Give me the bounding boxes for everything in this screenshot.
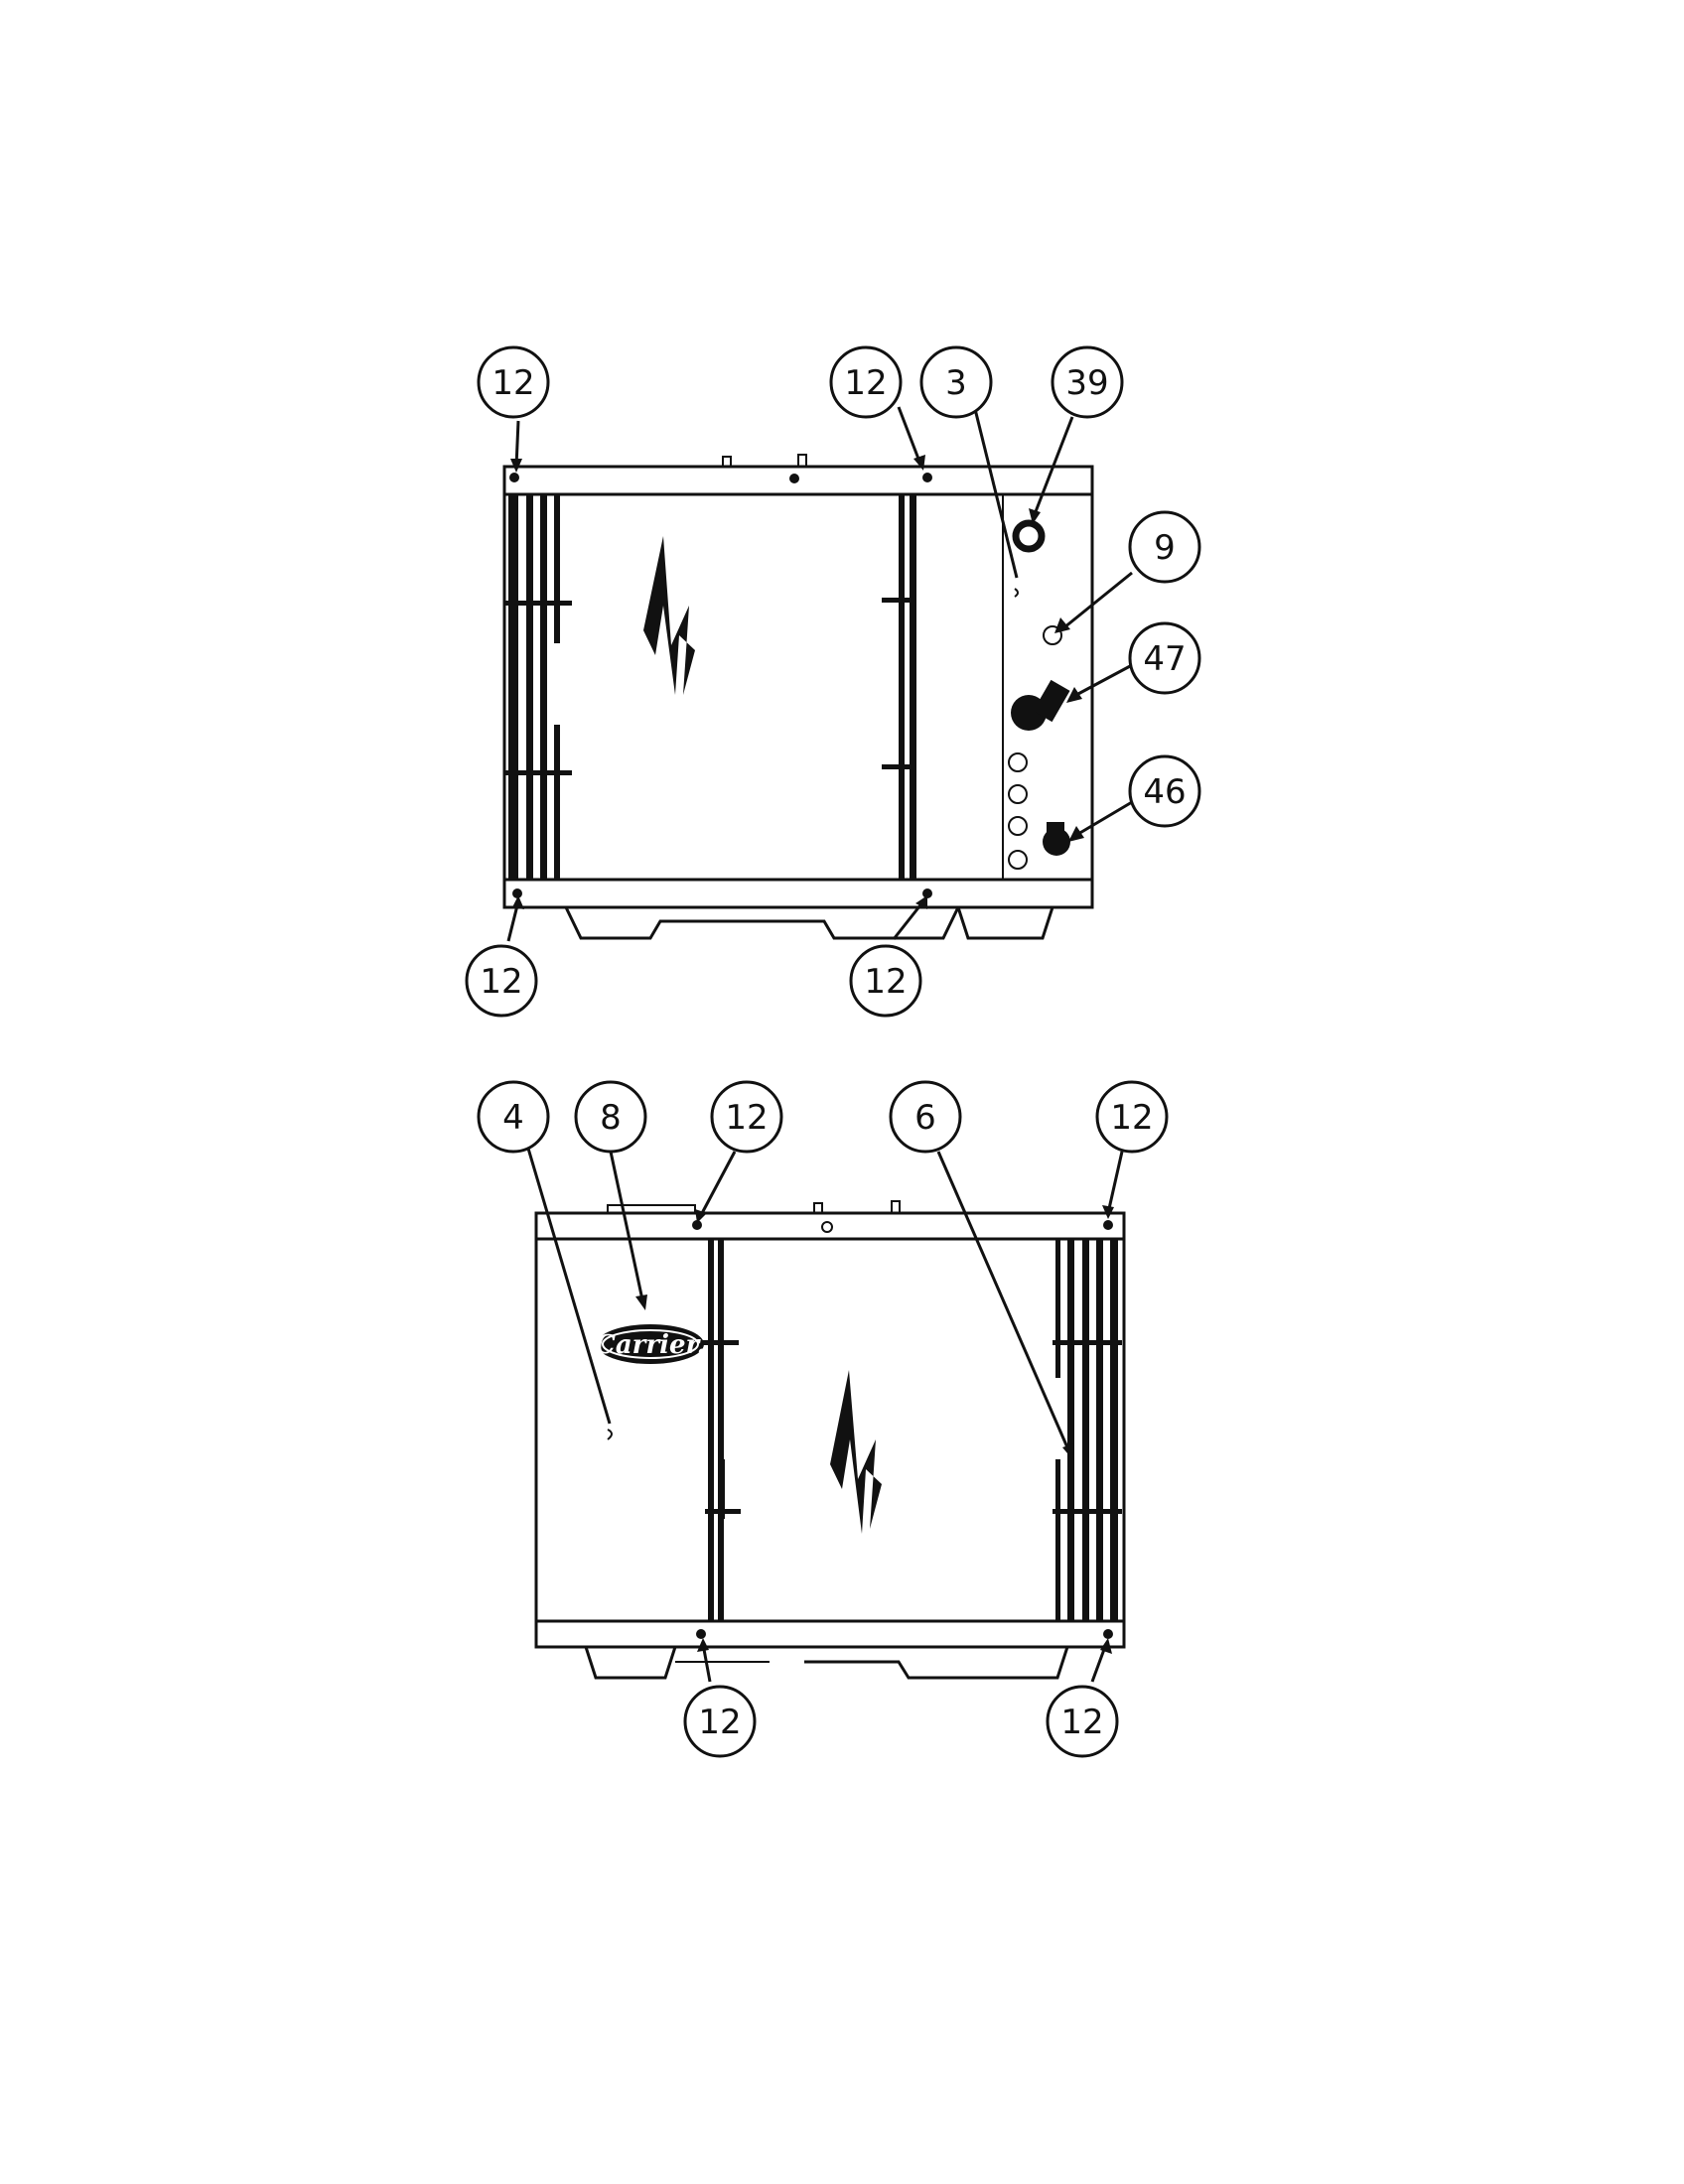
callout-label: 9 bbox=[1154, 528, 1176, 568]
screw-bot-right bbox=[1103, 1629, 1113, 1639]
left-coil-fins bbox=[504, 494, 572, 880]
top-bump-2 bbox=[797, 454, 807, 467]
lightning-logo bbox=[830, 1370, 882, 1534]
top-bump-2 bbox=[891, 1200, 901, 1213]
middle-coil-fins bbox=[882, 494, 916, 880]
base-pan bbox=[564, 906, 960, 940]
component-46-valve bbox=[1043, 822, 1070, 856]
top-bump-1 bbox=[813, 1202, 823, 1213]
callout-top-7: 46 bbox=[1128, 754, 1201, 828]
callout-top-2: 12 bbox=[829, 345, 903, 419]
middle-coil-fins bbox=[699, 1239, 741, 1621]
callout-bot-1: 4 bbox=[477, 1080, 550, 1154]
brand-logo-text: Carrier. bbox=[595, 1330, 706, 1360]
screw-top-right bbox=[1103, 1220, 1113, 1230]
callout-top-6: 47 bbox=[1128, 621, 1201, 695]
callout-label: 12 bbox=[698, 1703, 741, 1742]
callout-label: 8 bbox=[600, 1098, 622, 1138]
screw-top-mid bbox=[922, 473, 932, 482]
callout-bot-3: 12 bbox=[710, 1080, 783, 1154]
knockout-holes bbox=[1008, 752, 1028, 870]
callout-label: 12 bbox=[864, 962, 907, 1002]
callout-label: 4 bbox=[502, 1098, 524, 1138]
top-bump-1 bbox=[722, 456, 732, 467]
callout-top-1: 12 bbox=[477, 345, 550, 419]
callout-label: 12 bbox=[1110, 1098, 1153, 1138]
screw-top-left bbox=[509, 473, 519, 482]
screw-top-left bbox=[692, 1220, 702, 1230]
lightning-logo bbox=[643, 536, 695, 695]
base-pan-right bbox=[804, 1646, 1069, 1680]
base-pan-gap-left bbox=[664, 1646, 770, 1679]
callout-label: 12 bbox=[725, 1098, 768, 1138]
screw-bot-left bbox=[512, 888, 522, 898]
callout-label: 6 bbox=[914, 1098, 936, 1138]
callout-label: 12 bbox=[491, 363, 534, 403]
callout-top-9: 12 bbox=[849, 944, 922, 1018]
bottom-leader-lines bbox=[524, 1141, 1124, 1683]
callout-bot-7: 12 bbox=[1046, 1685, 1119, 1758]
callout-bot-4: 6 bbox=[889, 1080, 962, 1154]
callout-label: 12 bbox=[844, 363, 887, 403]
callout-label: 12 bbox=[1060, 1703, 1103, 1742]
callout-label: 47 bbox=[1143, 639, 1186, 679]
callout-bot-2: 8 bbox=[574, 1080, 647, 1154]
callout-top-3: 3 bbox=[919, 345, 993, 419]
screw-bot-left bbox=[696, 1629, 706, 1639]
callout-label: 39 bbox=[1065, 363, 1108, 403]
top-rail-hole bbox=[789, 474, 799, 483]
base-pan bbox=[584, 1646, 677, 1680]
component-39-ring bbox=[1012, 519, 1046, 553]
bottom-unit-view: Carrier. 4 8 bbox=[477, 1080, 1169, 1758]
callout-top-5: 9 bbox=[1128, 510, 1201, 584]
brand-logo: Carrier. bbox=[595, 1324, 706, 1364]
cabinet-body bbox=[502, 492, 1094, 882]
component-4-hook bbox=[607, 1429, 613, 1440]
callout-label: 12 bbox=[480, 962, 522, 1002]
callout-label: 3 bbox=[945, 363, 967, 403]
bottom-rail bbox=[534, 1619, 1126, 1649]
component-3-hook bbox=[1014, 588, 1019, 598]
screw-bot-mid bbox=[922, 888, 932, 898]
top-unit-view: 12 12 3 39 9 47 46 12 bbox=[465, 345, 1201, 1018]
component-9-nut bbox=[1043, 625, 1062, 645]
right-coil-fins bbox=[1052, 1239, 1122, 1621]
top-rail-hole bbox=[821, 1221, 833, 1233]
callout-top-4: 39 bbox=[1051, 345, 1124, 419]
callout-bot-5: 12 bbox=[1095, 1080, 1169, 1154]
component-47-valve bbox=[1011, 679, 1070, 731]
callout-top-8: 12 bbox=[465, 944, 538, 1018]
callout-label: 46 bbox=[1143, 772, 1186, 812]
base-pan-right bbox=[956, 906, 1054, 940]
top-leader-lines bbox=[506, 406, 1133, 942]
callout-bot-6: 12 bbox=[683, 1685, 757, 1758]
cabinet-body bbox=[534, 1237, 1126, 1623]
bottom-rail bbox=[502, 878, 1094, 909]
